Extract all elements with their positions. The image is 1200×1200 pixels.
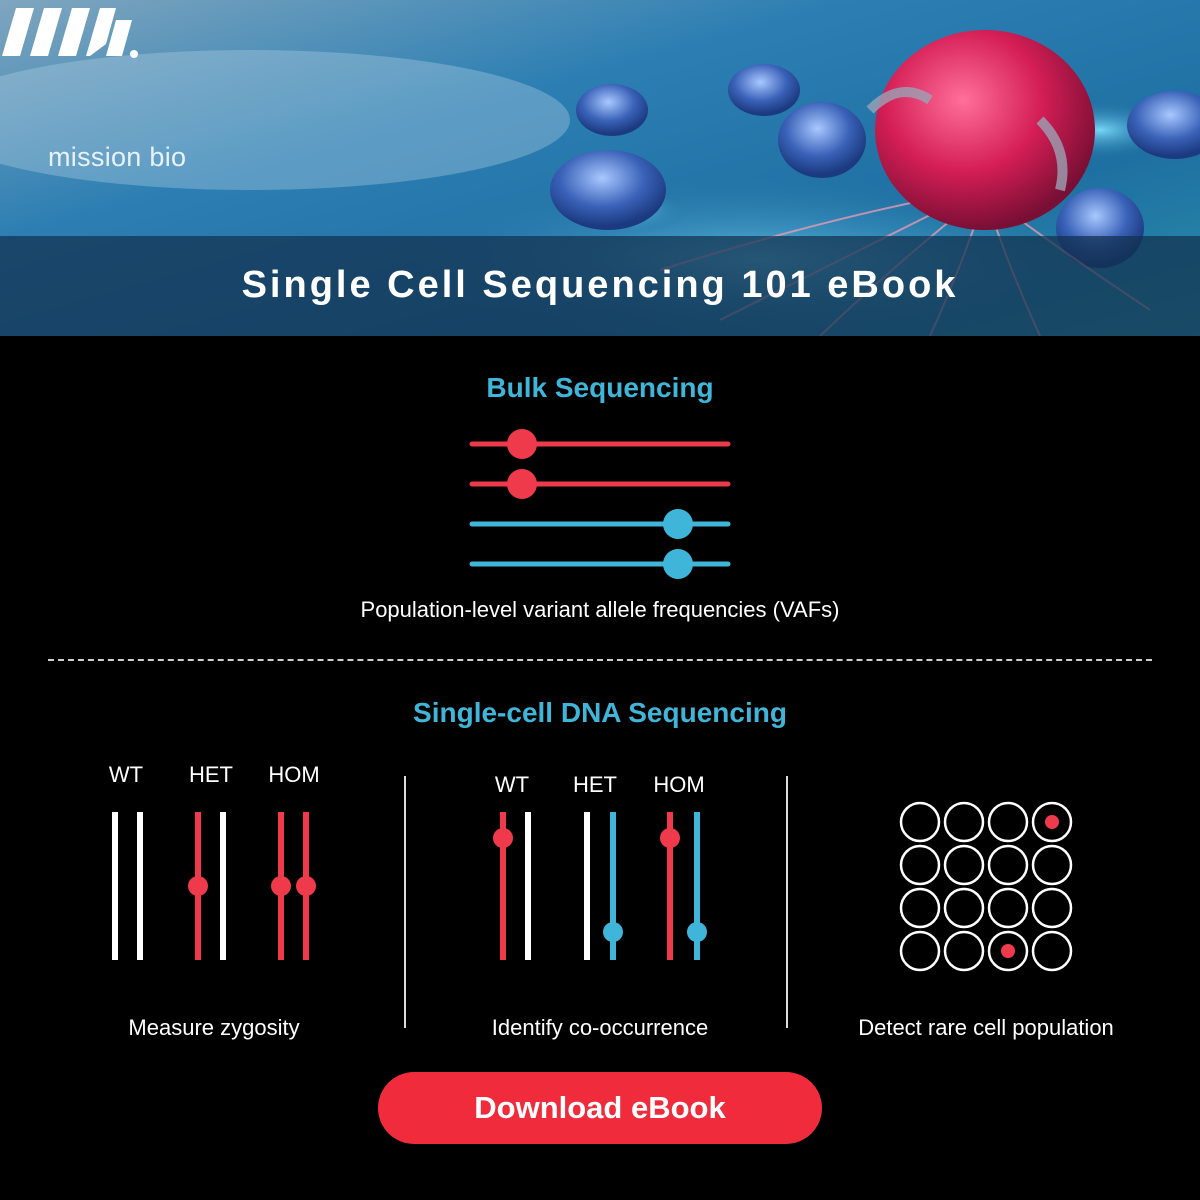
- single-cell-title: Single-cell DNA Sequencing: [413, 697, 787, 728]
- cooccurrence-label-het: HET: [573, 772, 617, 797]
- download-ebook-button[interactable]: Download eBook: [378, 1072, 822, 1144]
- bulk-caption: Population-level variant allele frequenc…: [360, 597, 840, 622]
- cooccurrence-label-wt: WT: [494, 772, 530, 797]
- zygosity-label-het: HET: [189, 762, 233, 787]
- rare-cell-caption: Detect rare cell population: [858, 1015, 1114, 1040]
- cooccurrence-caption: Identify co-occurrence: [491, 1015, 709, 1040]
- bulk-sequencing-title: Bulk Sequencing: [486, 372, 714, 403]
- zygosity-label-wt: WT: [108, 762, 144, 787]
- cell-illustration: [0, 0, 1200, 336]
- zygosity-allele-bars-icon: [112, 812, 316, 960]
- rare-cell-grid-icon: [899, 801, 1073, 972]
- title-band: [0, 236, 1200, 336]
- hero-banner: mission bio Single Cell Sequencing 101 e…: [0, 0, 1200, 336]
- bulk-vaf-sliders-icon: [469, 429, 731, 579]
- cooccurrence-allele-bars-icon: [493, 812, 707, 960]
- mission-bio-logo: [2, 8, 138, 58]
- brand-name: mission bio: [48, 142, 187, 172]
- page-title: Single Cell Sequencing 101 eBook: [241, 264, 959, 306]
- panel-divider: [786, 776, 788, 1028]
- panel-divider: [404, 776, 406, 1028]
- cooccurrence-label-hom: HOM: [653, 772, 705, 797]
- zygosity-label-hom: HOM: [268, 762, 320, 787]
- zygosity-caption: Measure zygosity: [128, 1015, 300, 1040]
- section-divider: [48, 659, 1152, 661]
